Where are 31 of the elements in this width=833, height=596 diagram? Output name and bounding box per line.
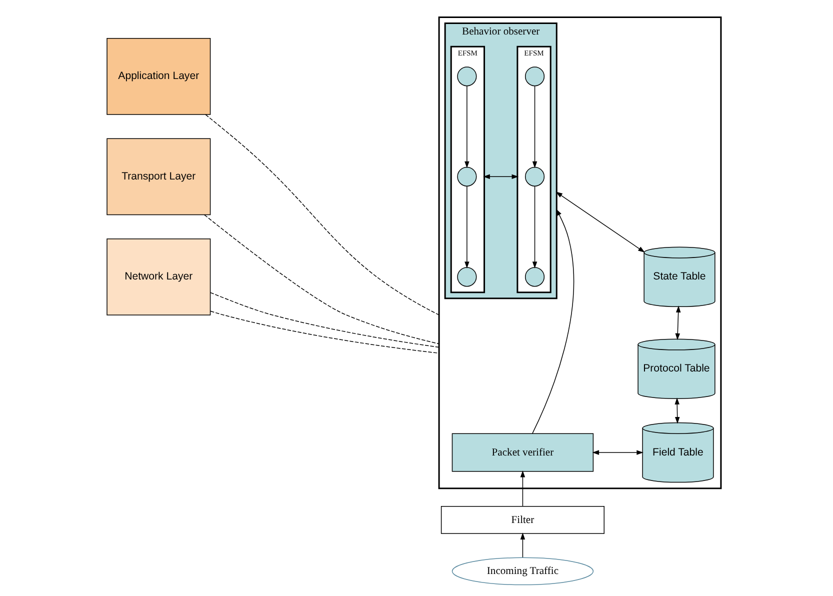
node-circle [524, 166, 544, 186]
arrow [482, 174, 518, 180]
node-box: Filter [440, 506, 604, 534]
arrow [520, 532, 525, 558]
node-circle [524, 267, 544, 287]
arrow [532, 86, 537, 168]
node-circle [456, 267, 476, 287]
arrow [520, 470, 525, 507]
node-circle [456, 66, 476, 86]
arrow [464, 86, 469, 168]
node-box: Application Layer [106, 38, 210, 115]
node-circle [456, 166, 476, 186]
arrow [674, 306, 680, 340]
arrow [555, 192, 644, 253]
connector [204, 114, 439, 316]
cluster [438, 16, 722, 490]
node-circle [524, 66, 544, 86]
node-box: Packet verifier [451, 433, 594, 472]
connector [210, 310, 439, 354]
cluster: EFSM [450, 46, 485, 294]
node-ellipse: Incoming Traffic [451, 557, 594, 586]
arrow [464, 186, 469, 268]
arrow [674, 398, 680, 424]
arrow [592, 450, 643, 455]
arrow [532, 186, 537, 268]
connector [204, 214, 439, 344]
connector [209, 292, 439, 348]
node-box: Network Layer [106, 238, 210, 316]
arrow [532, 208, 574, 434]
cluster: EFSM [516, 46, 551, 294]
node-box: Transport Layer [106, 138, 210, 216]
